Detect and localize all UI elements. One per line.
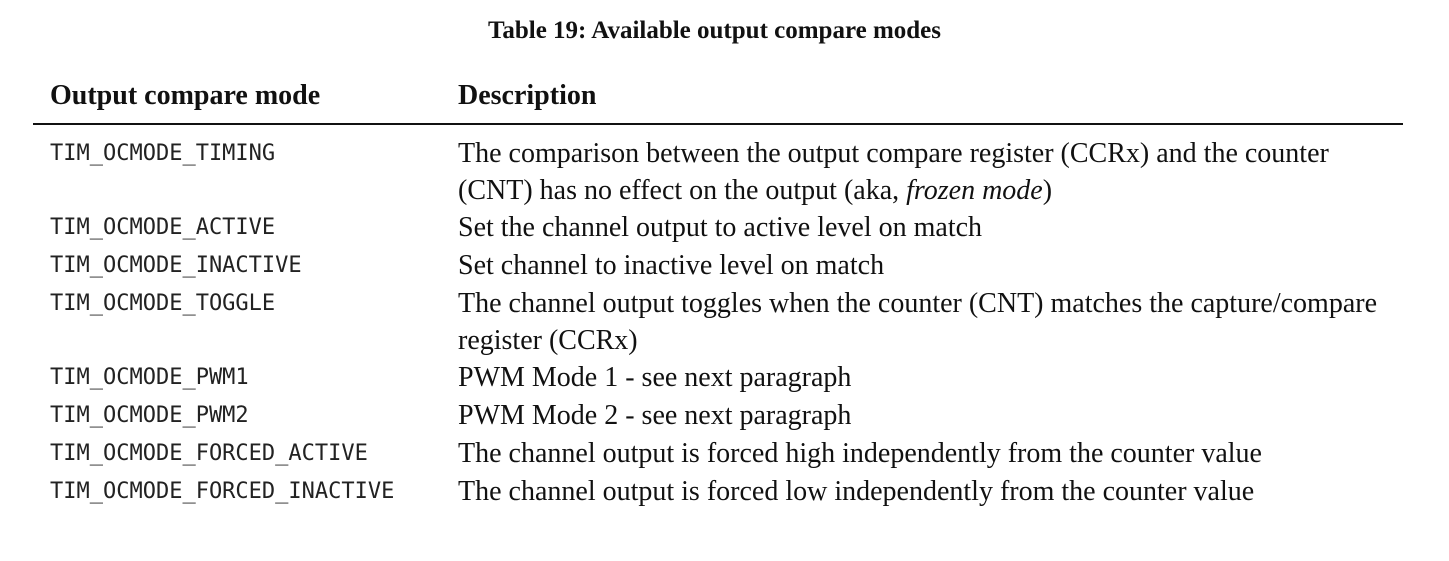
table-row: TIM_OCMODE_INACTIVE Set channel to inact… [33, 247, 1403, 285]
description-cell: The channel output toggles when the coun… [458, 288, 1377, 356]
description-emphasis: frozen mode [906, 175, 1043, 206]
description-cell: The channel output is forced high indepe… [458, 438, 1262, 469]
table-row: TIM_OCMODE_TIMING The comparison between… [33, 135, 1403, 209]
column-header-mode: Output compare mode [50, 80, 321, 111]
description-cell: Set the channel output to active level o… [458, 212, 983, 243]
table-row: TIM_OCMODE_PWM2 PWM Mode 2 - see next pa… [33, 397, 1403, 435]
table-body: TIM_OCMODE_TIMING The comparison between… [33, 125, 1403, 511]
mode-cell: TIM_OCMODE_PWM1 [50, 365, 249, 390]
mode-cell: TIM_OCMODE_FORCED_ACTIVE [50, 441, 368, 466]
table-row: TIM_OCMODE_FORCED_ACTIVE The channel out… [33, 435, 1403, 473]
mode-cell: TIM_OCMODE_TIMING [50, 141, 276, 166]
description-text: The comparison between the output compar… [458, 138, 1329, 206]
table-row: TIM_OCMODE_TOGGLE The channel output tog… [33, 285, 1403, 359]
mode-cell: TIM_OCMODE_TOGGLE [50, 291, 276, 316]
description-cell: Set channel to inactive level on match [458, 250, 885, 281]
table-row: TIM_OCMODE_FORCED_INACTIVE The channel o… [33, 473, 1403, 511]
column-header-description: Description [458, 80, 597, 111]
mode-cell: TIM_OCMODE_ACTIVE [50, 215, 276, 240]
output-compare-modes-table: Output compare mode Description TIM_OCMO… [33, 78, 1403, 511]
description-cell: The comparison between the output compar… [458, 135, 1403, 209]
description-cell: The channel output is forced low indepen… [458, 476, 1255, 507]
table-caption: Table 19: Available output compare modes [487, 17, 942, 44]
table-row: TIM_OCMODE_ACTIVE Set the channel output… [33, 209, 1403, 247]
mode-cell: TIM_OCMODE_PWM2 [50, 403, 249, 428]
mode-cell: TIM_OCMODE_FORCED_INACTIVE [50, 479, 395, 504]
table-header: Output compare mode Description [33, 78, 1403, 125]
description-text-end: ) [1042, 175, 1053, 206]
table-row: TIM_OCMODE_PWM1 PWM Mode 1 - see next pa… [33, 359, 1403, 397]
description-cell: PWM Mode 2 - see next paragraph [458, 400, 852, 431]
mode-cell: TIM_OCMODE_INACTIVE [50, 253, 302, 278]
description-cell: PWM Mode 1 - see next paragraph [458, 362, 852, 393]
